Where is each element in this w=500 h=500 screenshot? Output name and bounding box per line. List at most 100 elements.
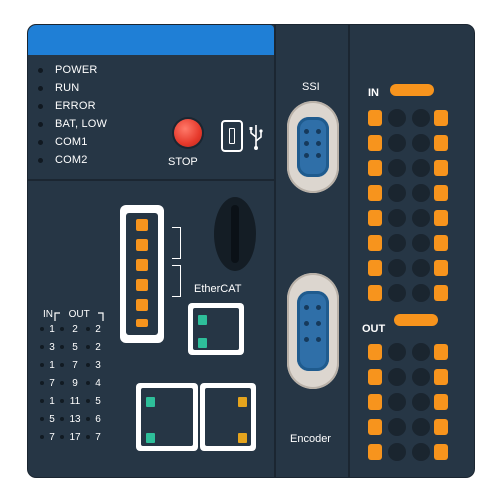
io-led: [86, 327, 90, 331]
io-out-value: 7: [72, 359, 78, 371]
io-row: 3 5 2: [40, 339, 106, 355]
usb-port[interactable]: [221, 120, 243, 152]
terminal-screw: [388, 134, 406, 152]
io-led: [40, 417, 44, 421]
terminal-screw: [388, 209, 406, 227]
encoder-label: Encoder: [290, 433, 331, 445]
panel-divider: [348, 25, 350, 477]
io-led: [60, 327, 64, 331]
io-right-value: 7: [95, 431, 101, 443]
terminal-screw: [412, 134, 430, 152]
ethernet-port[interactable]: [136, 383, 198, 451]
status-led-list: POWER RUN ERROR BAT, LOW COM1 COM2: [38, 61, 107, 169]
encoder-port[interactable]: [287, 273, 339, 389]
terminal-row: [368, 341, 448, 363]
terminal-pin: [368, 285, 382, 301]
status-led-bat-low: BAT, LOW: [38, 115, 107, 133]
terminal-pin: [368, 110, 382, 126]
port-pin: [316, 337, 321, 342]
io-header-out: OUT: [68, 309, 90, 320]
ethercat-port[interactable]: [188, 303, 244, 355]
link-led: [198, 338, 207, 348]
io-in-value: 1: [49, 359, 55, 371]
io-out-value: 11: [69, 395, 81, 407]
status-led: [38, 85, 43, 91]
io-in-value: 7: [49, 377, 55, 389]
terminal-pin: [368, 160, 382, 176]
brand-strip: [28, 25, 274, 55]
io-out-value: 17: [69, 431, 81, 443]
terminal-pin: [368, 394, 382, 410]
ssi-label: SSI: [302, 81, 320, 93]
io-led: [40, 381, 44, 385]
terminal-screw: [388, 259, 406, 277]
connector-pin: [136, 319, 148, 327]
io-led: [60, 363, 64, 367]
io-right-value: 3: [95, 359, 101, 371]
stop-button[interactable]: [174, 119, 202, 147]
io-led: [60, 399, 64, 403]
terminal-row: [368, 232, 448, 254]
terminal-screw: [412, 159, 430, 177]
io-led: [60, 435, 64, 439]
terminal-screw: [412, 443, 430, 461]
sd-card-slot[interactable]: [214, 197, 256, 271]
io-in-value: 1: [49, 323, 55, 335]
status-label: COM2: [55, 154, 88, 166]
io-right-value: 5: [95, 395, 101, 407]
connector-pin: [136, 299, 148, 311]
panel-divider: [274, 25, 276, 477]
io-out-value: 2: [72, 323, 78, 335]
port-pin: [316, 141, 321, 146]
connector-socket: [126, 213, 158, 335]
io-led: [86, 399, 90, 403]
io-row: 5 13 6: [40, 411, 106, 427]
terminal-row: [368, 182, 448, 204]
stop-label: STOP: [168, 156, 198, 168]
terminal-screw: [388, 159, 406, 177]
panel-divider: [28, 179, 274, 181]
connector-block[interactable]: [120, 205, 164, 343]
io-out-value: 13: [69, 413, 81, 425]
port-face: [297, 117, 329, 177]
terminal-pin: [434, 394, 448, 410]
status-led: [38, 121, 43, 127]
connector-pin: [136, 219, 148, 231]
terminal-pin: [434, 160, 448, 176]
io-row: 1 2 2: [40, 321, 106, 337]
terminal-pin: [368, 344, 382, 360]
terminal-pin: [434, 344, 448, 360]
status-label: POWER: [55, 64, 98, 76]
io-led: [86, 381, 90, 385]
io-right-value: 4: [95, 377, 101, 389]
port-face: [297, 291, 329, 371]
io-led: [60, 381, 64, 385]
terminal-row: [368, 441, 448, 463]
status-label: COM1: [55, 136, 88, 148]
terminal-pin: [434, 135, 448, 151]
io-led: [86, 363, 90, 367]
terminal-pin: [434, 444, 448, 460]
io-right-value: 6: [95, 413, 101, 425]
ethernet-port[interactable]: [200, 383, 256, 451]
terminal-screw: [388, 109, 406, 127]
io-right-value: 2: [95, 323, 101, 335]
connector-pin: [136, 239, 148, 251]
io-table-header: IN OUT: [43, 309, 90, 320]
port-pin: [304, 321, 309, 326]
terminal-pin: [434, 110, 448, 126]
io-led: [86, 345, 90, 349]
terminal-pin: [368, 235, 382, 251]
io-right-value: 2: [95, 341, 101, 353]
terminal-in-label: IN: [368, 87, 379, 99]
io-led: [60, 345, 64, 349]
terminal-row: [368, 416, 448, 438]
io-in-value: 1: [49, 395, 55, 407]
terminal-row: [368, 207, 448, 229]
ssi-port[interactable]: [287, 101, 339, 193]
terminal-screw: [412, 284, 430, 302]
terminal-screw: [388, 368, 406, 386]
io-in-value: 5: [49, 413, 55, 425]
io-row: 1 11 5: [40, 393, 106, 409]
terminal-screw: [412, 259, 430, 277]
